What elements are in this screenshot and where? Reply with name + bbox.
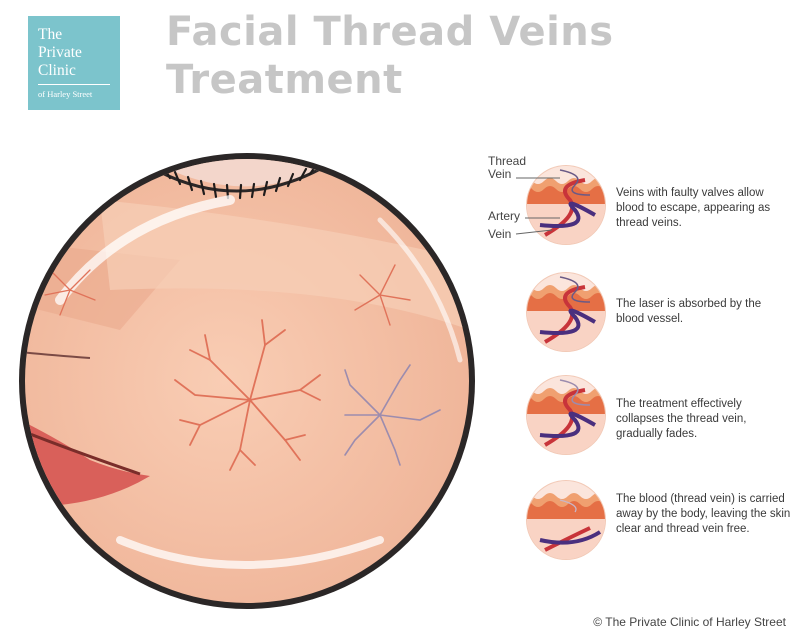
- label-thread-vein-line-1: Thread: [488, 154, 527, 168]
- spider-vein-red: [174, 319, 321, 471]
- title-line-1: Facial Thread Veins: [166, 9, 614, 55]
- label-thread-vein: Thread Vein: [488, 155, 526, 181]
- logo-line-4: of Harley Street: [38, 89, 93, 99]
- spider-vein-small: [354, 264, 411, 326]
- spider-vein-purple: [344, 364, 441, 466]
- step-4-diagram: [526, 480, 606, 560]
- step-1-diagram: [526, 165, 606, 245]
- clinic-logo: The Private Clinic of Harley Street: [28, 16, 120, 110]
- label-thread-vein-line-2: Vein: [488, 167, 512, 181]
- title-line-2: Treatment: [166, 57, 403, 103]
- label-vein: Vein: [488, 227, 512, 241]
- copyright-notice: © The Private Clinic of Harley Street: [593, 615, 786, 629]
- label-artery: Artery: [488, 209, 521, 223]
- step-2-text: The laser is absorbed by the blood vesse…: [616, 298, 762, 325]
- logo-line-1: The: [38, 26, 63, 43]
- logo-line-3: Clinic: [38, 62, 76, 79]
- step-2-diagram: [526, 272, 606, 352]
- step-1-text: Veins with faulty valves allow blood to …: [616, 187, 771, 229]
- page-title: Facial Thread Veins Treatment: [166, 8, 614, 104]
- step-4-text: The blood (thread vein) is carried away …: [616, 493, 791, 535]
- step-3-text: The treatment effectively collapses the …: [616, 398, 747, 440]
- step-3-diagram: [526, 375, 606, 455]
- logo-line-2: Private: [38, 44, 82, 61]
- logo-divider: [38, 84, 110, 85]
